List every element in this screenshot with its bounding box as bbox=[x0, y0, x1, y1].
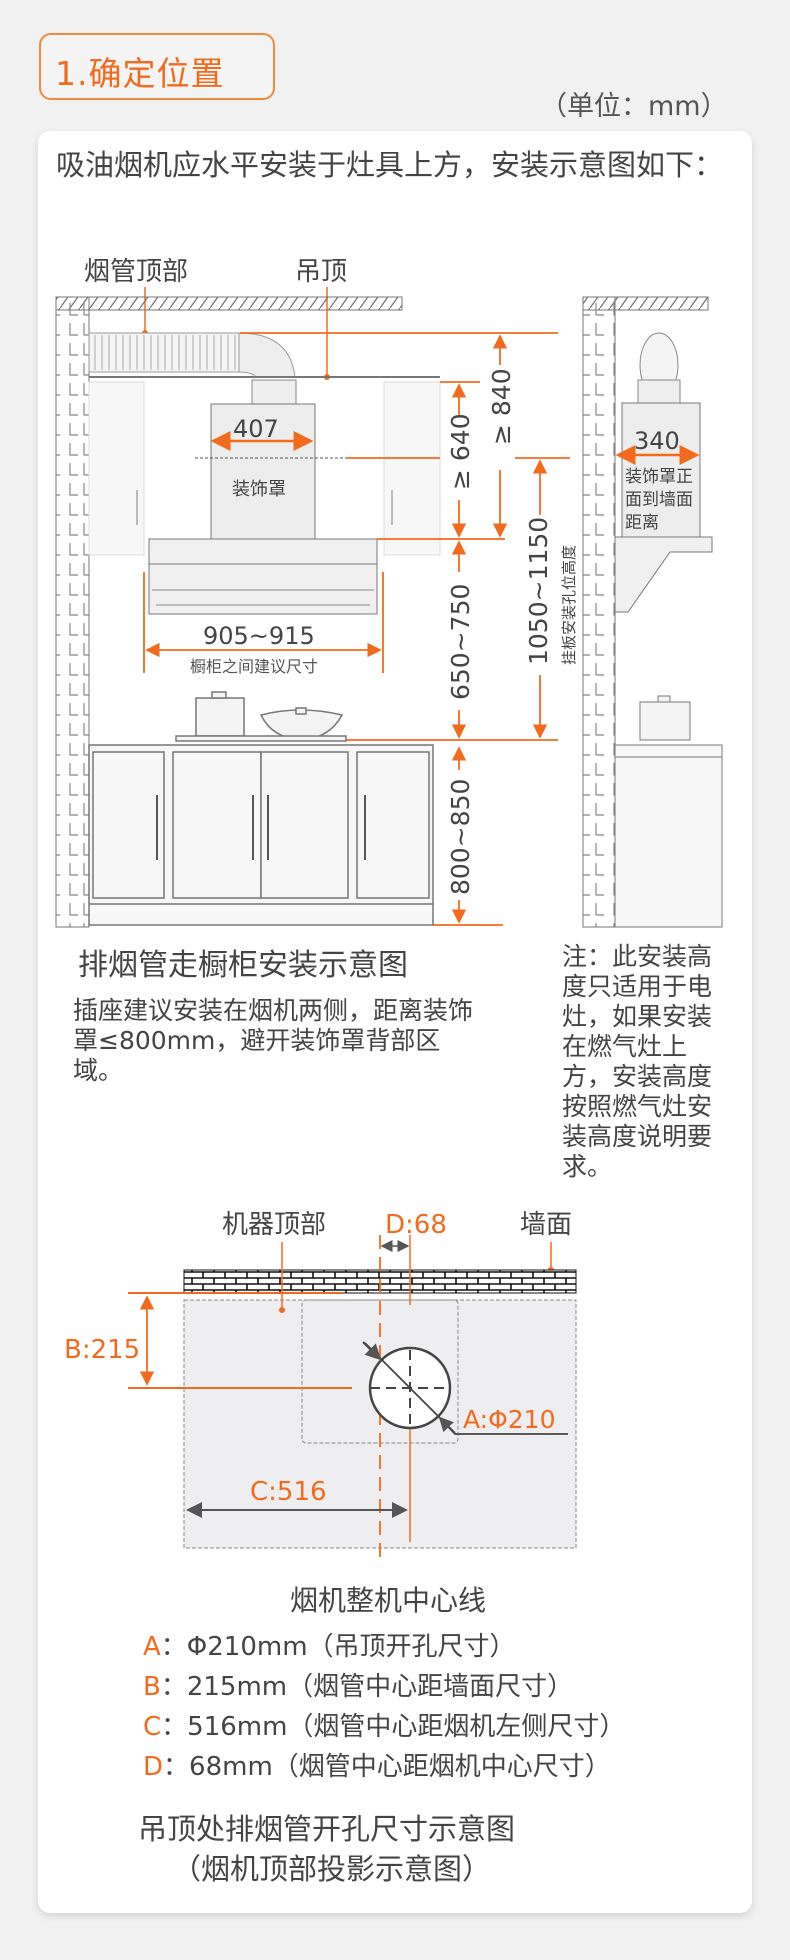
diagram2-caption-2: （烟机顶部投影示意图） bbox=[172, 1852, 492, 1886]
cover-label: 装饰罩 bbox=[232, 479, 286, 500]
upper-cabinet-left bbox=[88, 381, 145, 556]
side-wall bbox=[582, 296, 616, 928]
socket-note: 插座建议安装在烟机两侧，距离装饰罩≤800mm，避开装饰罩背部区域。 bbox=[73, 996, 474, 1085]
side-cover bbox=[621, 402, 701, 538]
section-title: 1.确定位置 bbox=[55, 54, 225, 93]
upper-cabinet-right bbox=[383, 381, 441, 556]
side-cabinet bbox=[614, 744, 723, 928]
center-line-label: 烟机整机中心线 bbox=[290, 1584, 487, 1617]
label-machine-top: 机器顶部 bbox=[222, 1210, 326, 1240]
height-note: 注：此安装高度只适用于电灶，如果安装在燃气灶上方，安装高度按照燃气灶安装高度说明… bbox=[562, 942, 713, 1181]
decorative-cover bbox=[210, 403, 316, 540]
side-hood bbox=[614, 536, 713, 613]
duct-elbow bbox=[238, 332, 296, 378]
dim-407: 407 bbox=[233, 415, 279, 443]
label-c: C:516 bbox=[250, 1477, 327, 1507]
base-cabinet bbox=[88, 744, 434, 926]
cookware bbox=[175, 691, 347, 742]
left-wall bbox=[55, 296, 90, 928]
label-d: D:68 bbox=[385, 1210, 447, 1240]
dim-1050-note: 挂板安装孔位高度 bbox=[560, 545, 578, 665]
dim-840: ≥ 840 bbox=[487, 368, 516, 445]
dim-640: ≥ 640 bbox=[446, 413, 475, 490]
label-b: B:215 bbox=[64, 1335, 140, 1365]
unit-label: （单位：mm） bbox=[540, 91, 728, 122]
dim-1050-1150: 1050~1150 bbox=[524, 517, 553, 665]
label-wall: 墙面 bbox=[520, 1210, 572, 1240]
diagram1-caption: 排烟管走橱柜安装示意图 bbox=[78, 948, 408, 983]
intro-text: 吸油烟机应水平安装于灶具上方，安装示意图如下： bbox=[56, 148, 724, 182]
side-dim-340: 340 bbox=[634, 427, 680, 455]
dim-905-note: 橱柜之间建议尺寸 bbox=[190, 657, 318, 676]
legend-c: C：516mm（烟管中心距烟机左侧尺寸） bbox=[143, 1712, 626, 1742]
ceiling-hatch bbox=[55, 296, 403, 311]
side-note-2: 面到墙面 bbox=[625, 490, 693, 510]
exhaust-duct bbox=[88, 332, 240, 373]
label-ceiling: 吊顶 bbox=[295, 257, 347, 287]
legend-a: A：Φ210mm（吊顶开孔尺寸） bbox=[143, 1632, 516, 1662]
legend-b: B：215mm（烟管中心距墙面尺寸） bbox=[143, 1672, 574, 1702]
dim-905-915: 905~915 bbox=[203, 622, 315, 650]
section-title-box: 1.确定位置 bbox=[39, 33, 275, 100]
range-hood bbox=[148, 538, 378, 615]
legend-d: D：68mm（烟管中心距烟机中心尺寸） bbox=[143, 1752, 611, 1782]
label-a: A:Φ210 bbox=[463, 1405, 555, 1434]
side-note-1: 装饰罩正 bbox=[625, 467, 693, 487]
diagram2-caption-1: 吊顶处排烟管开孔尺寸示意图 bbox=[138, 1812, 516, 1846]
side-note-3: 距离 bbox=[625, 513, 659, 533]
label-duct-top: 烟管顶部 bbox=[84, 257, 188, 287]
dim-800-850: 800~850 bbox=[446, 779, 475, 895]
duct-collar bbox=[251, 379, 297, 405]
dim-650-750: 650~750 bbox=[446, 584, 475, 700]
